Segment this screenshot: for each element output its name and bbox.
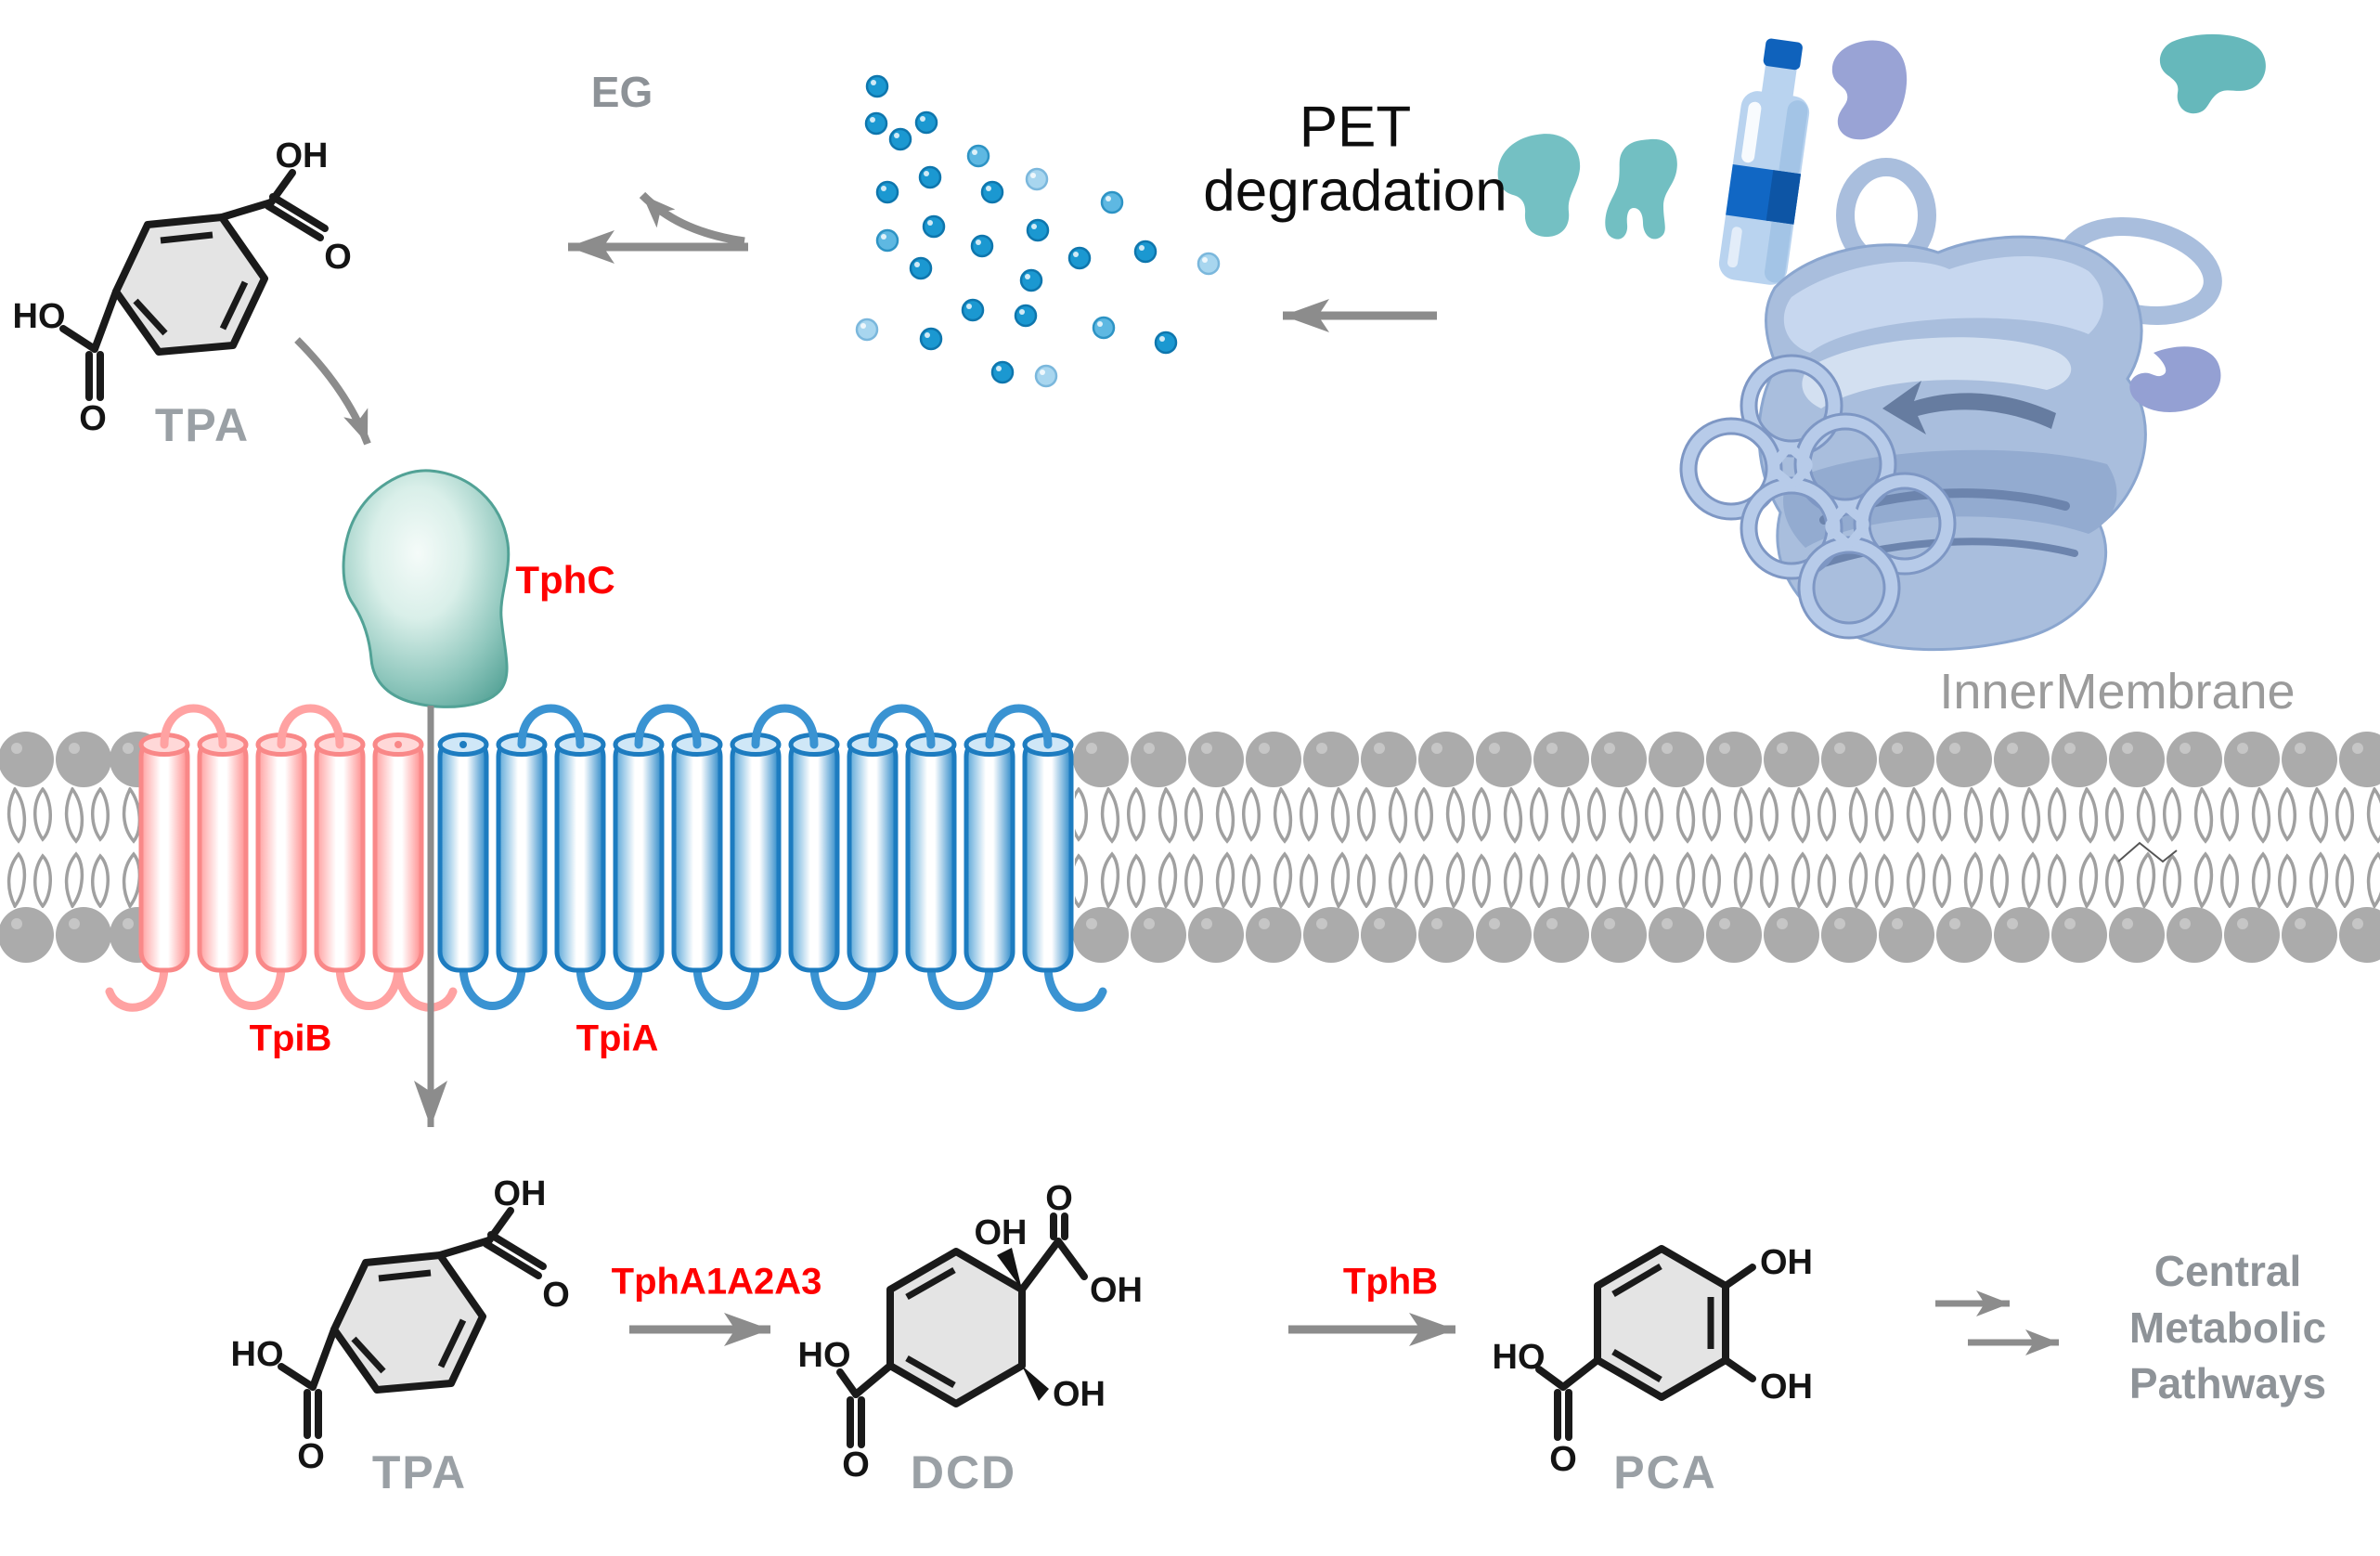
eg-label: EG — [590, 68, 653, 116]
atom-label: OH — [1053, 1375, 1106, 1414]
tpha-label: TphA1A2A3 — [611, 1261, 822, 1303]
atom-label: HO — [1493, 1338, 1546, 1377]
tpa-uptake-arrow — [294, 337, 371, 446]
tpa-periplasm-label: TPA — [154, 399, 251, 451]
molecule-dcd: OH O OH HO O OH — [798, 1179, 1144, 1485]
tphb-label: TphB — [1342, 1261, 1439, 1303]
enzyme-blob-purple-icon — [1831, 40, 1908, 140]
atom-label: HO — [798, 1336, 851, 1375]
central-line3: Pathways — [2128, 1359, 2327, 1408]
membrane-scratch-line — [2117, 841, 2178, 863]
enzyme-blobs — [1497, 33, 2266, 412]
pet-degradation-title: PET degradation — [1203, 96, 1507, 225]
arrows — [294, 191, 2059, 1355]
atom-label: O — [842, 1446, 870, 1485]
pet-degradation-line1: PET — [1299, 95, 1412, 160]
atom-label: OH — [975, 1213, 1028, 1252]
central-line2: Metabolic — [2128, 1303, 2327, 1352]
tpia-label: TpiA — [576, 1018, 659, 1059]
central-line1: Central — [2154, 1246, 2302, 1295]
tpa-cytoplasm-label: TPA — [371, 1446, 468, 1498]
tphc-label: TphC — [515, 558, 615, 602]
pet-monomer-dots — [855, 74, 1221, 388]
tpib-helices — [105, 704, 458, 1012]
dcd-label: DCD — [910, 1446, 1017, 1498]
six-pack-rings-icon — [1679, 354, 1957, 640]
enzyme-blob-teal-icon — [1497, 134, 1581, 238]
tpib-label: TpiB — [249, 1018, 332, 1059]
molecule-tpa: OH O HO O — [13, 136, 570, 1476]
atom-label: HO — [13, 297, 66, 336]
molecule-pca: OH OH HO O — [1493, 1243, 1814, 1479]
atom-label: O — [1549, 1440, 1577, 1479]
plastic-bottle-icon — [1718, 38, 1810, 285]
atom-label: OH — [1090, 1271, 1143, 1310]
enzyme-blob-teal-icon — [2159, 33, 2266, 114]
pet-degradation-line2: degradation — [1203, 160, 1507, 224]
eg-branch-arrow — [639, 191, 745, 246]
atom-label: OH — [276, 136, 329, 175]
tpia-helices — [437, 704, 1107, 1012]
central-metabolic-pathways-label: Central Metabolic Pathways — [2129, 1243, 2326, 1412]
inner-membrane-bilayer — [0, 732, 2380, 963]
pca-label: PCA — [1613, 1446, 1717, 1498]
enzyme-blob-teal-icon — [1605, 138, 1677, 240]
enzyme-blob-purple-icon — [2129, 346, 2221, 412]
atom-label: O — [79, 399, 107, 438]
inner-membrane-label: Inner Membrane — [1939, 664, 2296, 720]
tphc-protein-blob — [342, 469, 511, 708]
atom-label: OH — [1760, 1368, 1813, 1407]
atom-label: O — [1045, 1179, 1073, 1218]
atom-label: O — [324, 238, 352, 277]
plastic-waste-group — [1497, 33, 2266, 652]
molecule-tpa-cytoplasm — [231, 1174, 570, 1476]
atom-label: OH — [1760, 1243, 1813, 1282]
